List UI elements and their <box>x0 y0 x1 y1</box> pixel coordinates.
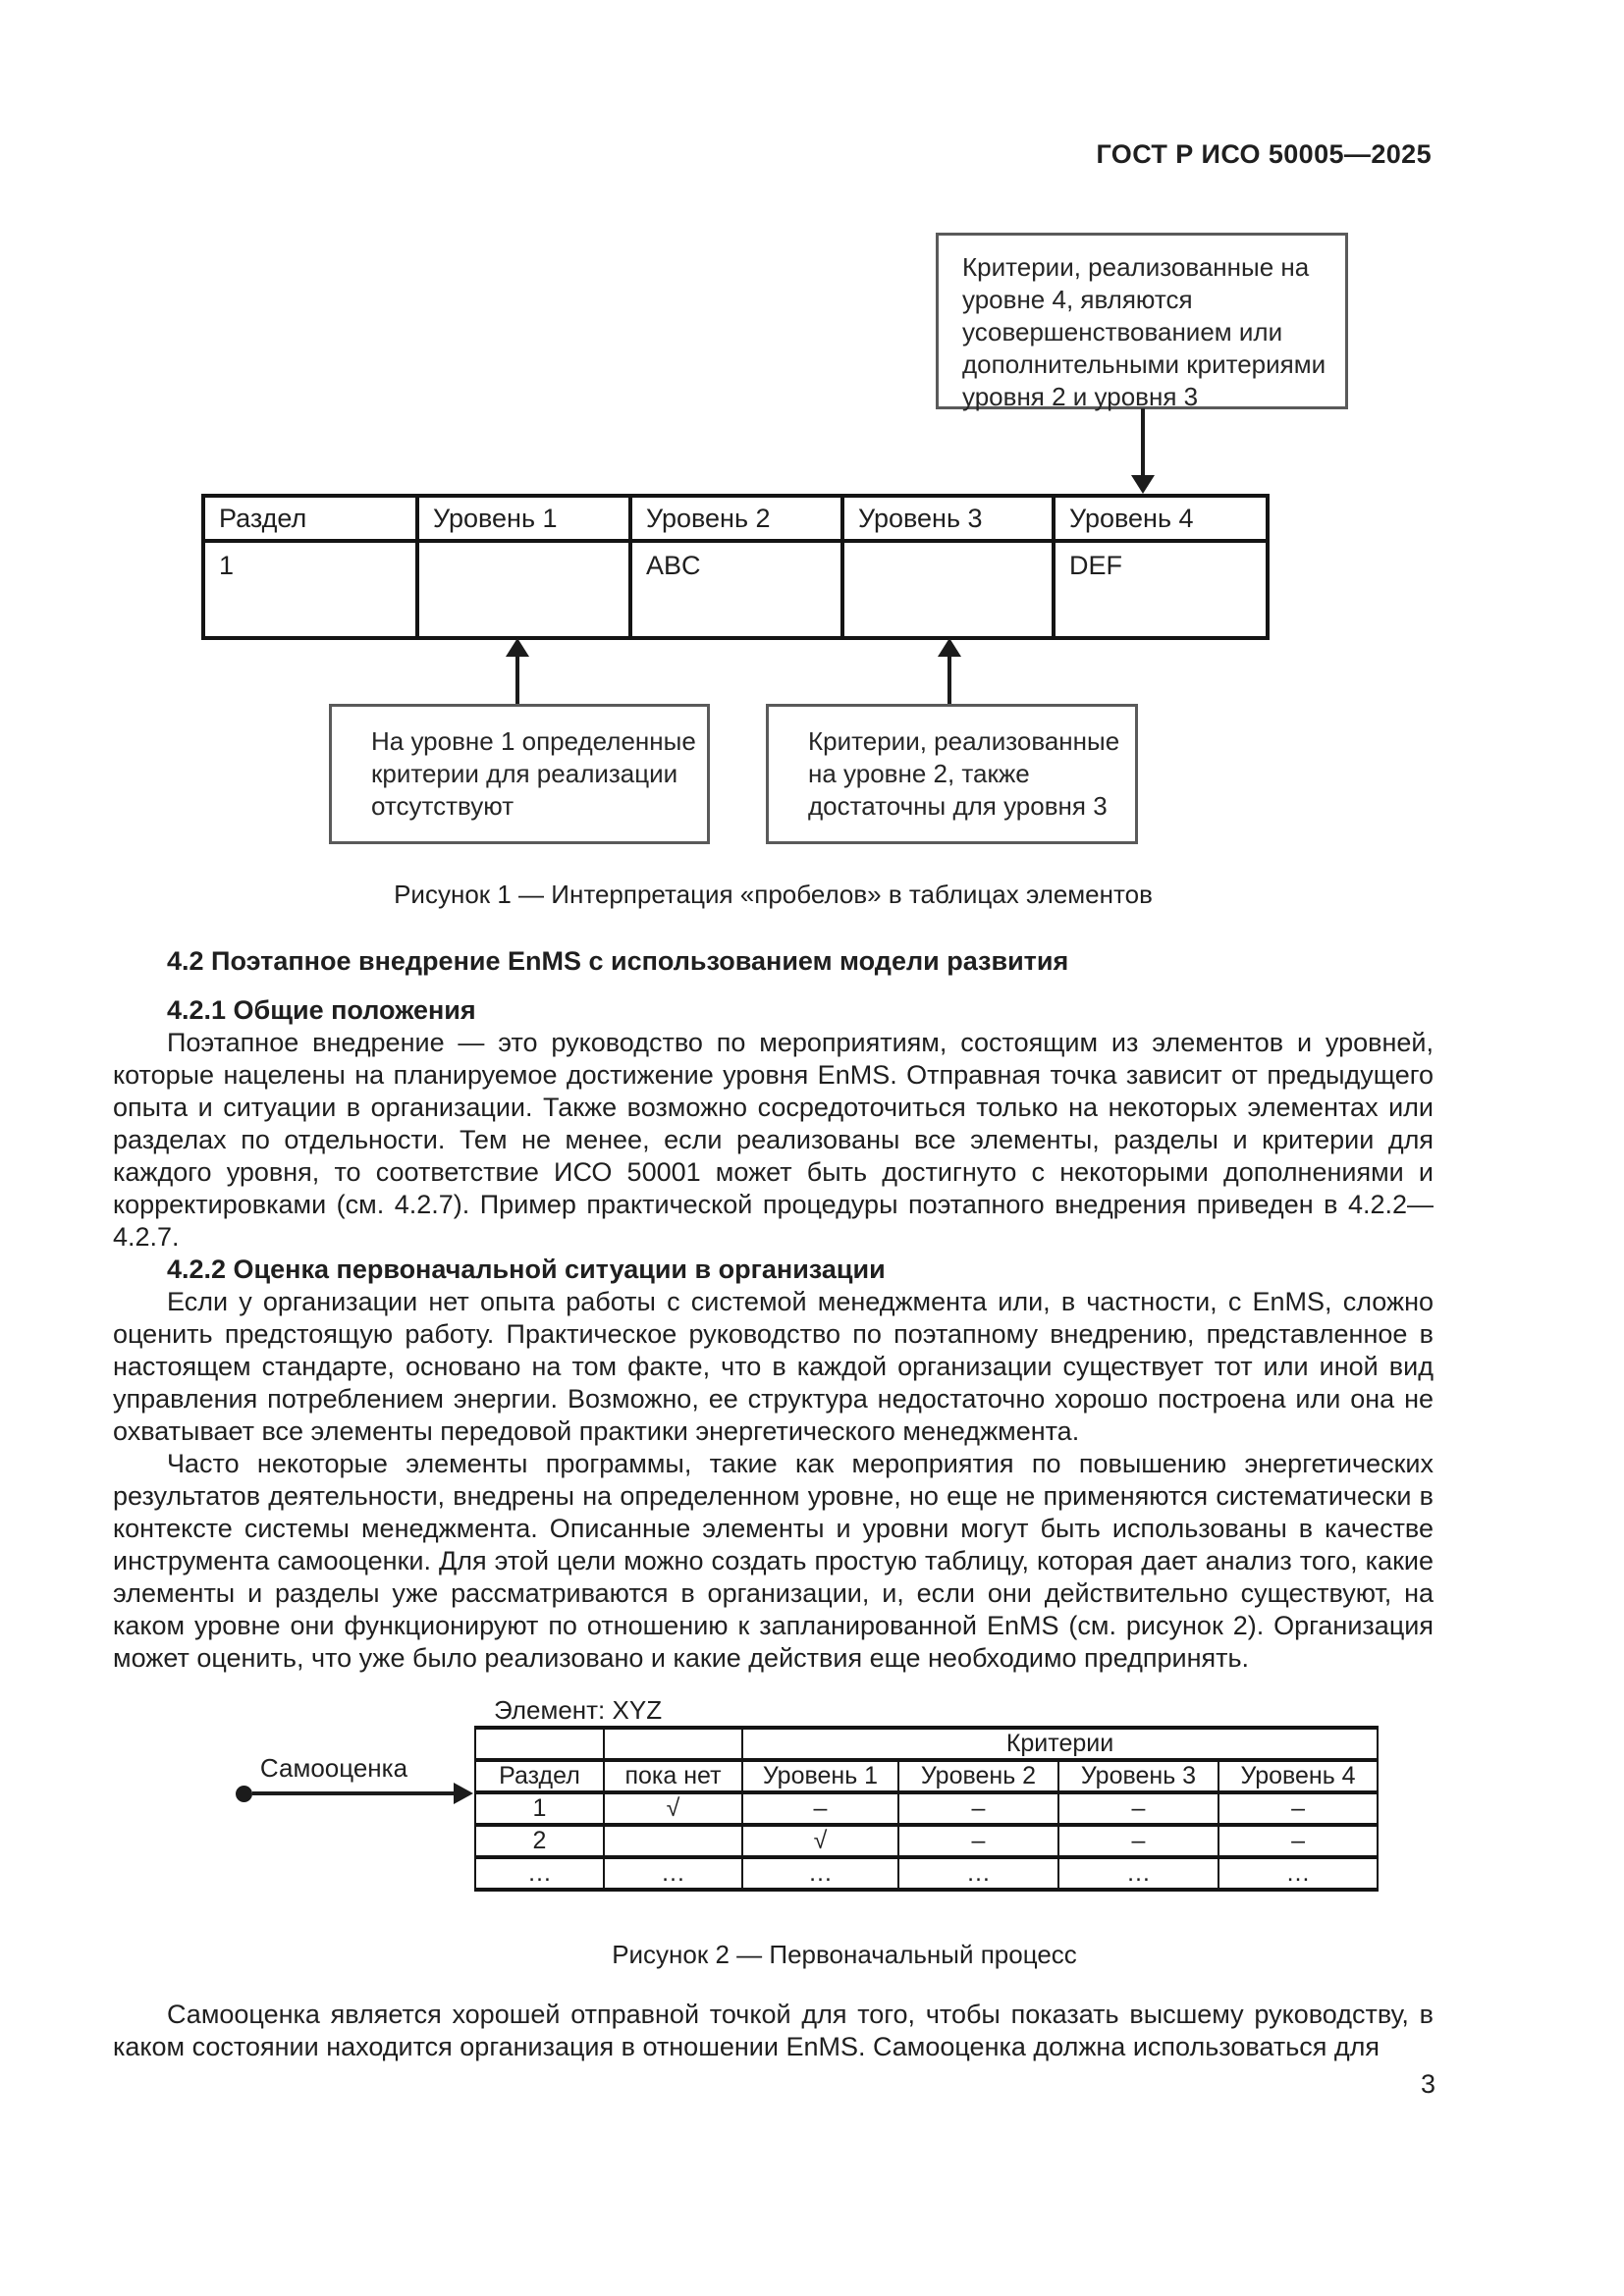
table-cell: 2 <box>474 1823 605 1859</box>
figure2-caption: Рисунок 2 — Первоначальный процесс <box>612 1940 1077 1969</box>
figure1-cell-level1 <box>415 539 632 640</box>
arrow-head <box>1131 475 1155 494</box>
figure2-col-razdel: Раздел <box>474 1758 605 1794</box>
table-cell: – <box>1057 1823 1219 1859</box>
table-cell: – <box>897 1790 1059 1827</box>
figure1-cell-razdel: 1 <box>201 539 419 640</box>
figure2-criteria-header: Критерии <box>740 1726 1380 1762</box>
figure2-col-level1: Уровень 1 <box>741 1758 899 1794</box>
section-4-2-2-paragraph-2: Часто некоторые элементы программы, таки… <box>113 1449 1434 1673</box>
figure2-self-assessment-label: Самооценка <box>259 1753 408 1783</box>
figure2-column-header-row: Раздел пока нет Уровень 1 Уровень 2 Уров… <box>474 1758 1380 1794</box>
figure2-col-not-yet: пока нет <box>603 1758 743 1794</box>
table-cell: … <box>1057 1855 1219 1892</box>
arrow-shaft <box>1141 408 1145 475</box>
section-4-2-1-paragraph: Поэтапное внедрение — это руководство по… <box>113 1028 1434 1252</box>
figure2-criteria-row: Критерии <box>474 1726 1380 1762</box>
figure2-empty-cell <box>603 1726 743 1762</box>
table-cell: … <box>897 1855 1059 1892</box>
table-cell: … <box>741 1855 899 1892</box>
figure1-table: Раздел Уровень 1 Уровень 2 Уровень 3 Уро… <box>201 494 1270 640</box>
table-cell: … <box>1217 1855 1380 1892</box>
arrow-up-icon <box>938 638 961 704</box>
table-cell: – <box>741 1790 899 1827</box>
figure2-row-2: 2 √ – – – <box>474 1823 1380 1859</box>
figure1-cell-level2: ABC <box>628 539 844 640</box>
figure1-col-level2: Уровень 2 <box>628 494 844 543</box>
figure2-row-ellipsis: … … … … … … <box>474 1855 1380 1892</box>
figure1-callout-level2: Критерии, реализованные на уровне 2, так… <box>766 704 1138 844</box>
closing-paragraph: Самооценка является хорошей отправной то… <box>113 2000 1434 2061</box>
figure1-callout-level2-text: Критерии, реализованные на уровне 2, так… <box>808 726 1120 821</box>
arrow-shaft <box>947 657 951 704</box>
figure2-element-label: Элемент: XYZ <box>494 1695 663 1725</box>
section-4-2-1-heading: 4.2.1 Общие положения <box>167 995 476 1025</box>
arrow-shaft <box>515 657 519 704</box>
figure1-cell-level3 <box>840 539 1056 640</box>
section-4-2-heading: 4.2 Поэтапное внедрение EnMS с использов… <box>167 946 1069 976</box>
table-cell: … <box>474 1855 605 1892</box>
section-4-2-2-heading: 4.2.2 Оценка первоначальной ситуации в о… <box>167 1255 886 1284</box>
table-cell: … <box>603 1855 743 1892</box>
arrow-down-icon <box>1131 408 1155 494</box>
table-cell: – <box>1217 1790 1380 1827</box>
figure2-col-level4: Уровень 4 <box>1217 1758 1380 1794</box>
section-4-2-2-paragraph-1: Если у организации нет опыта работы с си… <box>113 1287 1434 1446</box>
figure1-cell-level4: DEF <box>1052 539 1270 640</box>
figure1-callout-level4-text: Критерии, реализованные на уровне 4, явл… <box>962 252 1326 411</box>
figure1-table-header-row: Раздел Уровень 1 Уровень 2 Уровень 3 Уро… <box>201 494 1270 543</box>
figure1-caption: Рисунок 1 — Интерпретация «пробелов» в т… <box>394 880 1153 909</box>
table-cell: √ <box>603 1790 743 1827</box>
document-header: ГОСТ Р ИСО 50005—2025 <box>1096 139 1432 169</box>
table-cell: – <box>897 1823 1059 1859</box>
figure1-col-level4: Уровень 4 <box>1052 494 1270 543</box>
table-cell: – <box>1057 1790 1219 1827</box>
arrow-shaft <box>252 1791 454 1795</box>
table-cell: – <box>1217 1823 1380 1859</box>
page-number: 3 <box>1420 2069 1435 2099</box>
figure2-row-1: 1 √ – – – – <box>474 1790 1380 1827</box>
figure1-col-razdel: Раздел <box>201 494 419 543</box>
arrow-head <box>506 638 529 657</box>
figure1-callout-level4: Критерии, реализованные на уровне 4, явл… <box>936 233 1348 411</box>
arrow-head <box>454 1783 473 1804</box>
arrow-start-dot <box>236 1785 252 1802</box>
body-text: 4.2 Поэтапное внедрение EnMS с использов… <box>113 945 1434 1675</box>
figure1-col-level1: Уровень 1 <box>415 494 632 543</box>
arrow-right-icon <box>236 1783 473 1804</box>
figure2-empty-cell <box>474 1726 605 1762</box>
figure1-table-data-row: 1 ABC DEF <box>201 539 1270 640</box>
figure1-callout-level1-text: На уровне 1 определенные критерии для ре… <box>371 726 696 821</box>
figure2-col-level3: Уровень 3 <box>1057 1758 1219 1794</box>
figure2-col-level2: Уровень 2 <box>897 1758 1059 1794</box>
figure1-callout-level1: На уровне 1 определенные критерии для ре… <box>329 704 710 844</box>
arrow-up-icon <box>506 638 529 704</box>
table-cell: 1 <box>474 1790 605 1827</box>
arrow-head <box>938 638 961 657</box>
figure1-col-level3: Уровень 3 <box>840 494 1056 543</box>
table-cell <box>603 1823 743 1859</box>
figure2-table: Критерии Раздел пока нет Уровень 1 Урове… <box>474 1726 1380 1892</box>
table-cell: √ <box>741 1823 899 1859</box>
